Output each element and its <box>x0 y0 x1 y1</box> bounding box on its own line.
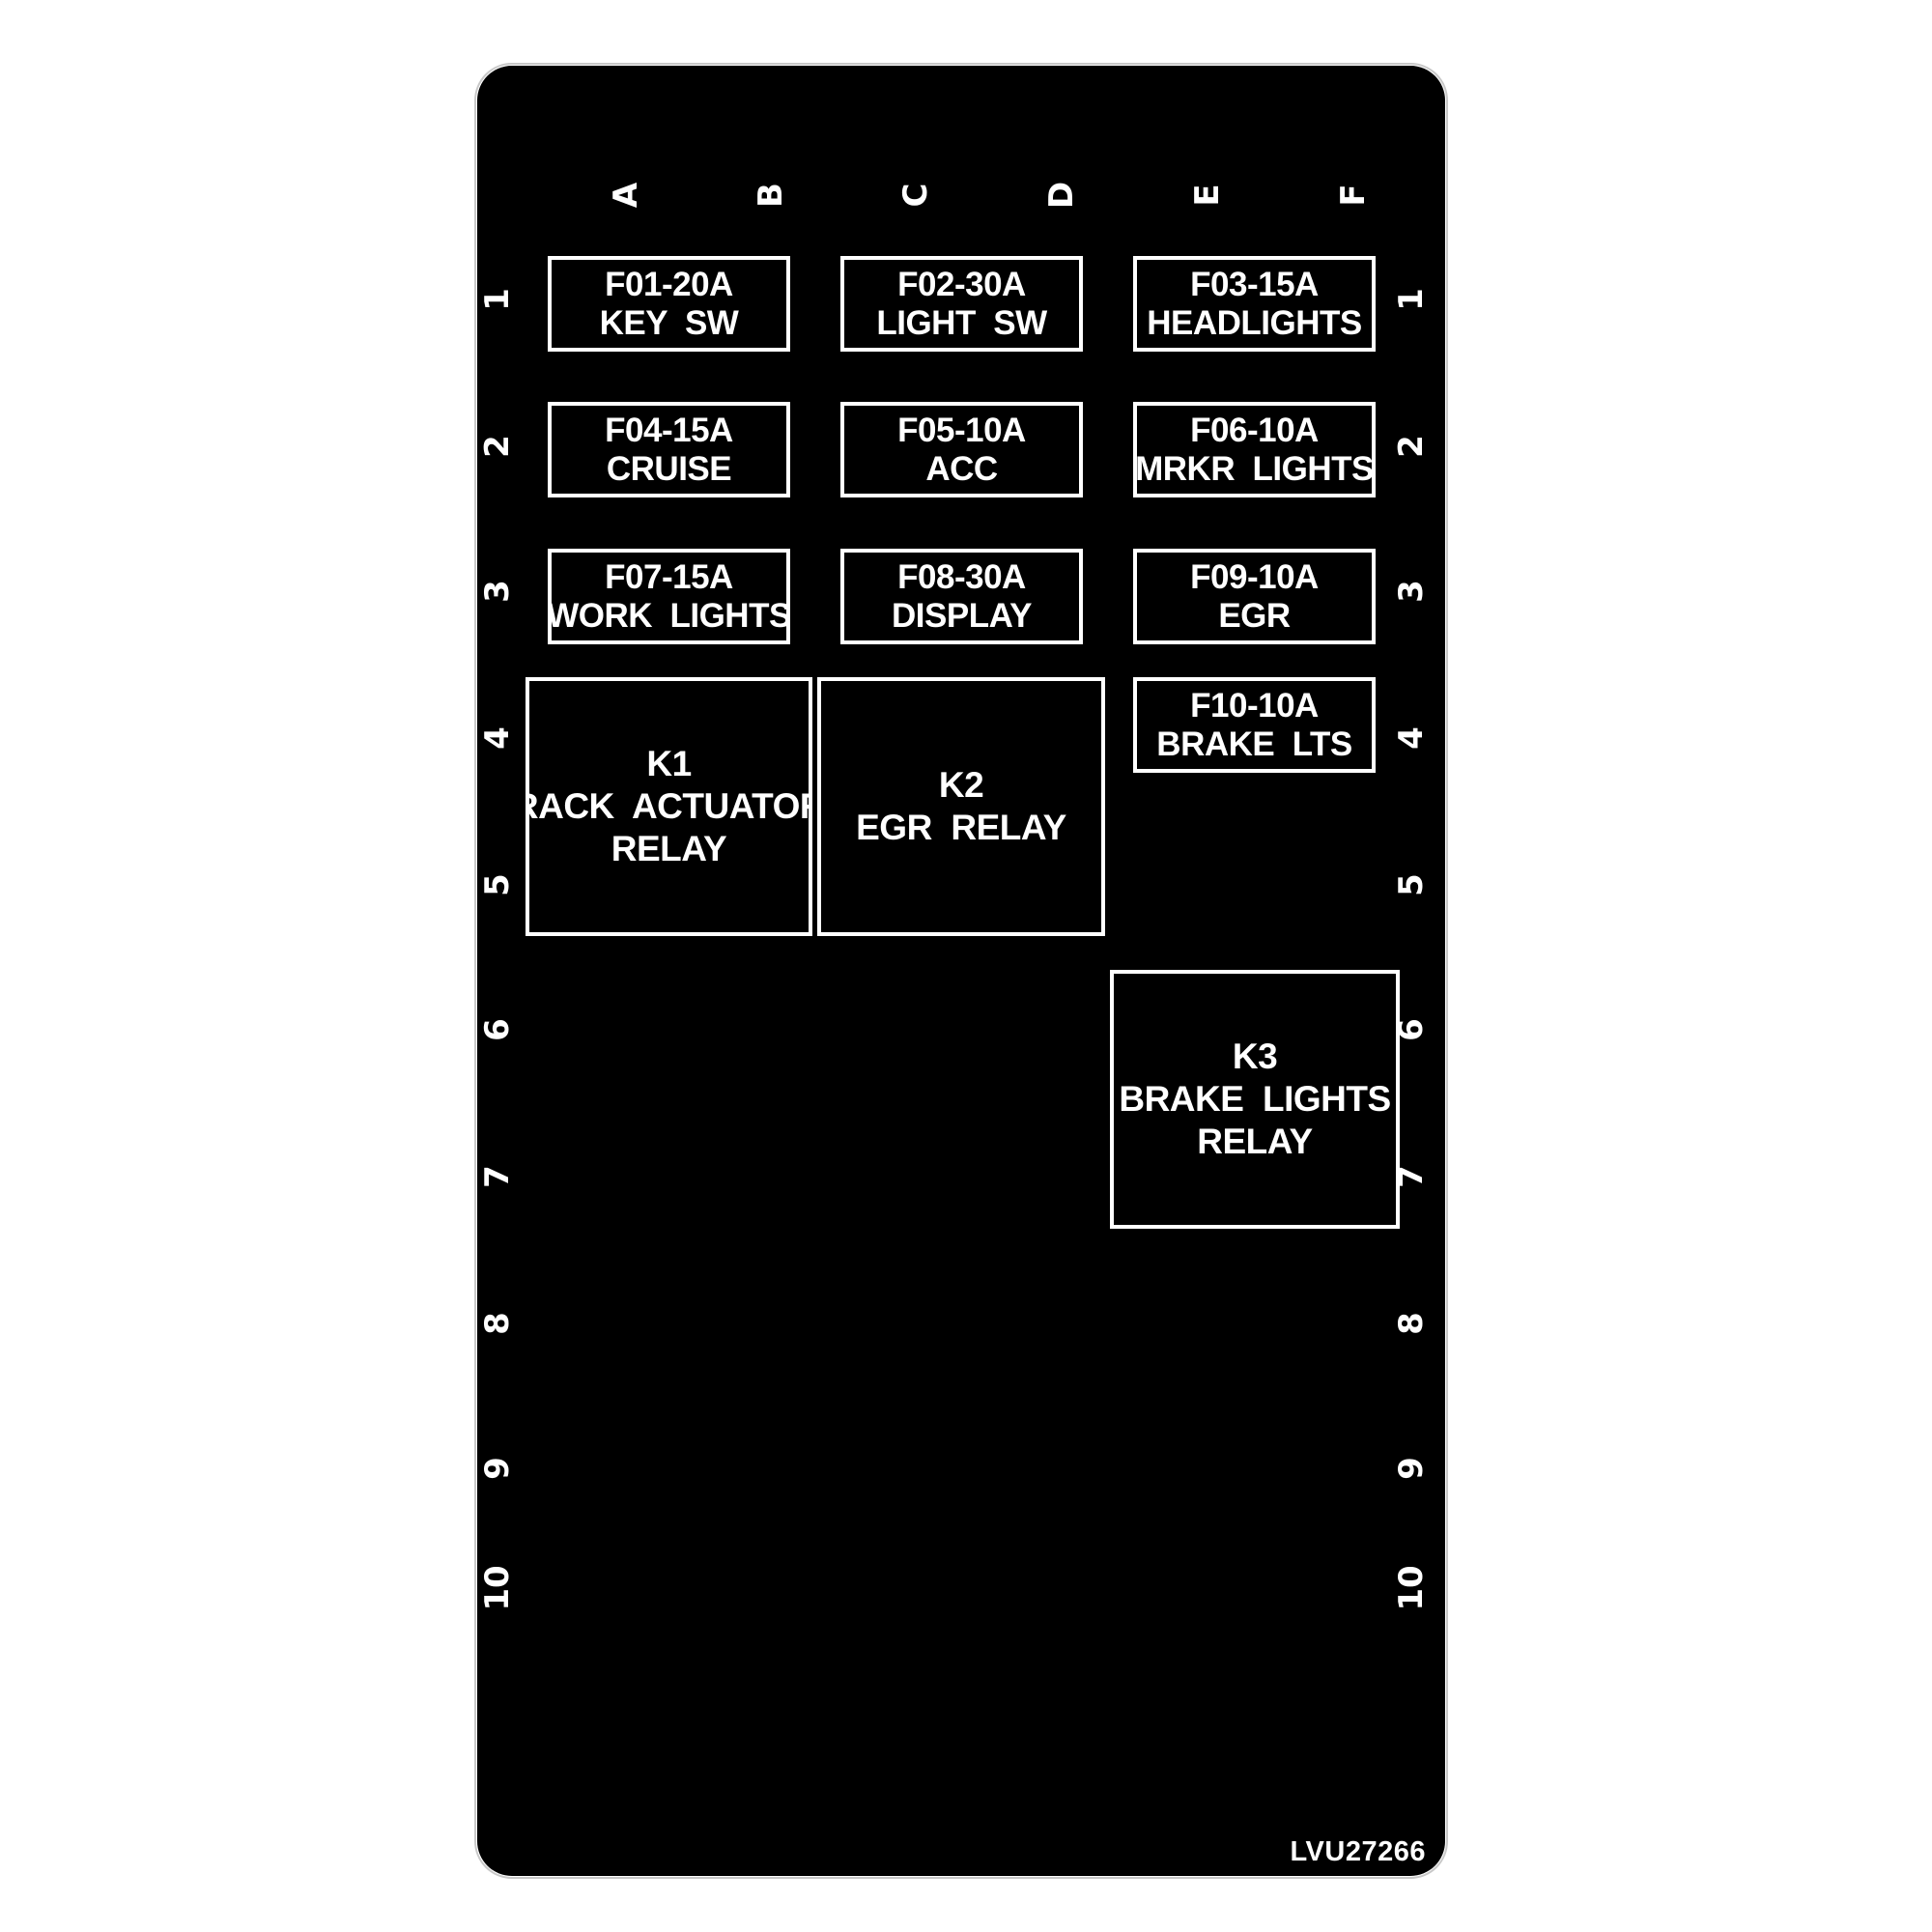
row-label-right-10: 10 <box>1392 1565 1431 1611</box>
fuse-label: CRUISE <box>606 449 732 488</box>
relay-k1: K1 RACK ACTUATOR RELAY <box>526 677 812 936</box>
fuse-id: F08-30A <box>897 557 1026 596</box>
fuse-panel-label: A B C D E F 1 2 3 4 5 6 7 8 9 10 1 2 3 4… <box>474 63 1448 1879</box>
relay-label-line1: EGR RELAY <box>856 808 1066 847</box>
row-label-right-8: 8 <box>1392 1312 1431 1335</box>
column-label-b: B <box>752 183 790 208</box>
fuse-f07: F07-15A WORK LIGHTS <box>548 549 790 644</box>
row-label-right-5: 5 <box>1392 873 1431 896</box>
row-label-left-10: 10 <box>478 1565 517 1611</box>
fuse-f03: F03-15A HEADLIGHTS <box>1133 256 1376 352</box>
fuse-f09: F09-10A EGR <box>1133 549 1376 644</box>
row-label-right-4: 4 <box>1392 726 1431 750</box>
row-label-right-9: 9 <box>1392 1457 1431 1480</box>
row-label-left-7: 7 <box>478 1165 517 1188</box>
row-label-right-3: 3 <box>1392 580 1431 603</box>
fuse-f05: F05-10A ACC <box>840 402 1083 497</box>
relay-label-line2: RELAY <box>611 829 727 868</box>
fuse-f01: F01-20A KEY SW <box>548 256 790 352</box>
row-label-left-1: 1 <box>478 288 517 311</box>
column-label-c: C <box>896 183 935 208</box>
fuse-label: KEY SW <box>599 303 739 342</box>
row-label-left-9: 9 <box>478 1457 517 1480</box>
column-label-f: F <box>1334 184 1373 207</box>
relay-id: K3 <box>1232 1037 1278 1076</box>
row-label-right-2: 2 <box>1392 435 1431 458</box>
fuse-f04: F04-15A CRUISE <box>548 402 790 497</box>
row-label-right-1: 1 <box>1392 288 1431 311</box>
relay-k3: K3 BRAKE LIGHTS RELAY <box>1110 970 1400 1229</box>
fuse-f08: F08-30A DISPLAY <box>840 549 1083 644</box>
relay-label-line1: BRAKE LIGHTS <box>1119 1079 1391 1119</box>
fuse-id: F01-20A <box>605 265 733 303</box>
row-label-left-5: 5 <box>478 873 517 896</box>
fuse-label: WORK LIGHTS <box>548 596 790 635</box>
column-label-a: A <box>607 182 645 209</box>
relay-k2: K2 EGR RELAY <box>817 677 1105 936</box>
relay-id: K1 <box>646 744 692 783</box>
fuse-label: DISPLAY <box>892 596 1032 635</box>
fuse-label: MRKR LIGHTS <box>1135 449 1374 488</box>
column-label-e: E <box>1188 184 1227 207</box>
row-label-left-4: 4 <box>478 726 517 750</box>
row-label-left-2: 2 <box>478 435 517 458</box>
row-label-left-8: 8 <box>478 1312 517 1335</box>
relay-id: K2 <box>938 765 984 805</box>
fuse-label: LIGHT SW <box>876 303 1047 342</box>
fuse-id: F10-10A <box>1190 686 1319 724</box>
fuse-id: F07-15A <box>605 557 733 596</box>
relay-label-line2: RELAY <box>1197 1122 1313 1161</box>
fuse-label: ACC <box>925 449 998 488</box>
relay-label-line1: RACK ACTUATOR <box>526 786 812 826</box>
fuse-id: F09-10A <box>1190 557 1319 596</box>
column-label-d: D <box>1042 181 1081 210</box>
fuse-id: F03-15A <box>1190 265 1319 303</box>
fuse-id: F05-10A <box>897 411 1026 449</box>
fuse-id: F06-10A <box>1190 411 1319 449</box>
fuse-f06: F06-10A MRKR LIGHTS <box>1133 402 1376 497</box>
fuse-label: EGR <box>1218 596 1291 635</box>
fuse-f02: F02-30A LIGHT SW <box>840 256 1083 352</box>
part-number: LVU27266 <box>1290 1836 1426 1867</box>
row-label-left-6: 6 <box>478 1018 517 1041</box>
fuse-label: BRAKE LTS <box>1156 724 1352 763</box>
row-label-left-3: 3 <box>478 580 517 603</box>
fuse-f10: F10-10A BRAKE LTS <box>1133 677 1376 773</box>
fuse-id: F04-15A <box>605 411 733 449</box>
fuse-label: HEADLIGHTS <box>1147 303 1362 342</box>
fuse-id: F02-30A <box>897 265 1026 303</box>
